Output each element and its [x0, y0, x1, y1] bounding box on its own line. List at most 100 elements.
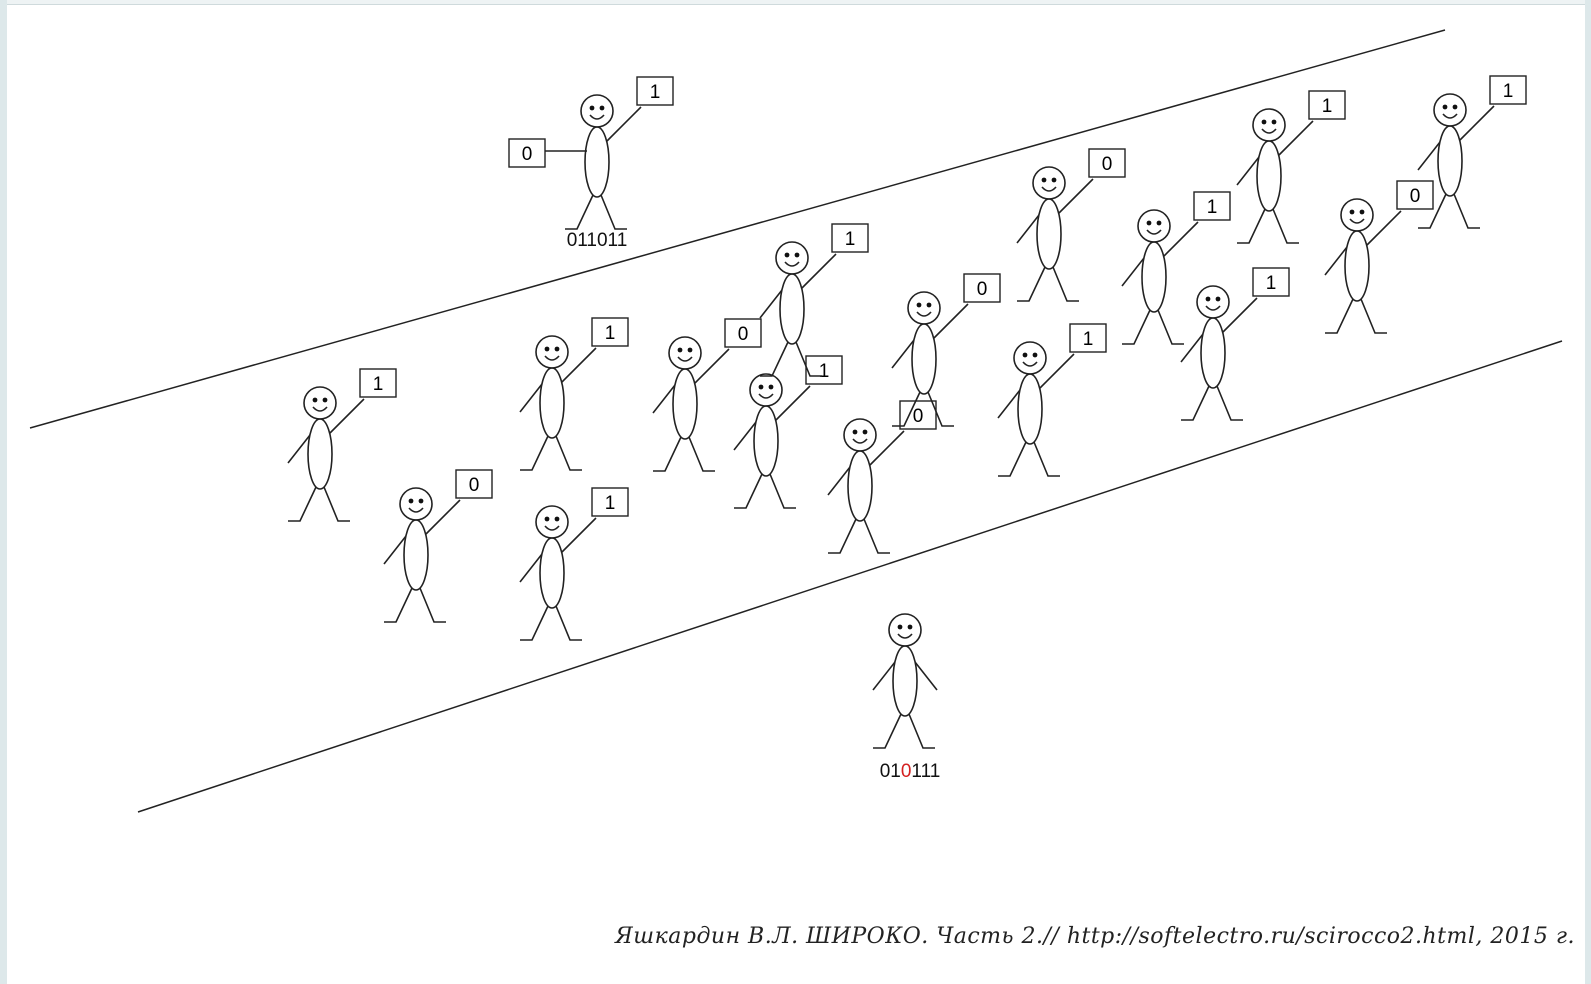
digit-card: [831, 223, 869, 253]
figure-leg: [520, 435, 549, 471]
figure-smile: [897, 633, 913, 639]
figure-smile: [784, 261, 800, 267]
stick-figure: 1: [1121, 191, 1231, 345]
digit-card: [1252, 267, 1290, 297]
figure-arm: [775, 385, 811, 421]
figure-eye: [897, 624, 903, 630]
figure-eye: [1359, 209, 1365, 215]
figure-arm: [1236, 156, 1260, 186]
figure-eye: [907, 624, 913, 630]
figure-head: [1013, 341, 1047, 375]
stick-figure: 0: [891, 273, 1001, 427]
digit-card-value: 1: [1266, 273, 1277, 294]
digit-card: [1193, 191, 1231, 221]
figure-body: [403, 519, 429, 591]
figure-eye: [544, 346, 550, 352]
outside-top-code-label: 011011: [567, 230, 628, 251]
figure-smile: [1349, 218, 1365, 224]
figure-body: [672, 368, 698, 440]
stick-figure: 1: [519, 317, 629, 471]
outside-bottom-code-label: 010111: [880, 761, 941, 782]
digit-card-value: 1: [1207, 197, 1218, 218]
figure-body: [1256, 140, 1282, 212]
figure-eye: [1156, 220, 1162, 226]
figure-eye: [599, 105, 605, 111]
figure-arm: [914, 661, 938, 691]
figure-body: [539, 537, 565, 609]
figure-eye: [784, 252, 790, 258]
figure-arm: [287, 434, 311, 464]
figure-head: [907, 291, 941, 325]
digit-card: [1489, 75, 1527, 105]
figure-leg: [653, 436, 682, 472]
figure-eye: [1146, 220, 1152, 226]
figure-eye: [768, 384, 774, 390]
figure-body: [753, 405, 779, 477]
figure-eye: [926, 302, 932, 308]
digit-card: [805, 355, 843, 385]
figure-leg: [1157, 309, 1184, 345]
figure-head: [749, 373, 783, 407]
figure-head: [580, 94, 614, 128]
figure-arm: [519, 383, 543, 413]
figure-eye: [758, 384, 764, 390]
figure-arm: [519, 553, 543, 583]
digit-card: [1069, 323, 1107, 353]
digit-card-value: 0: [522, 144, 533, 165]
figure-leg: [520, 605, 549, 641]
figure-arm: [694, 348, 730, 384]
figure-leg: [600, 194, 627, 230]
figure-head: [535, 505, 569, 539]
figure-leg: [873, 713, 902, 749]
digit-card: [963, 273, 1001, 303]
figure-head: [888, 613, 922, 647]
figure-arm: [801, 253, 837, 289]
stick-figure: 0: [383, 469, 493, 623]
figure-eye: [1215, 296, 1221, 302]
figure-body: [892, 645, 918, 717]
figure-leg: [1237, 208, 1266, 244]
stream-lower-boundary: [137, 340, 1563, 813]
figure-head: [303, 386, 337, 420]
stick-figure: 1: [1236, 90, 1346, 244]
figure-body: [1036, 198, 1062, 270]
stick-figure: 1: [733, 355, 843, 509]
figure-eye: [312, 397, 318, 403]
digit-card: [1308, 90, 1346, 120]
figure-arm: [1058, 178, 1094, 214]
figure-leg: [734, 473, 763, 509]
figure-leg: [828, 518, 857, 554]
figure-smile: [1261, 128, 1277, 134]
stick-figure: 0: [652, 318, 762, 472]
figure-smile: [544, 525, 560, 531]
figure-smile: [852, 438, 868, 444]
figure-arm: [1121, 257, 1145, 287]
figure-arm: [997, 389, 1021, 419]
figure-eye: [1261, 119, 1267, 125]
figure-arm: [652, 384, 676, 414]
figure-leg: [323, 486, 350, 522]
figure-arm: [1039, 353, 1075, 389]
figure-body: [1017, 373, 1043, 445]
digit-card-value: 1: [1503, 81, 1514, 102]
figure-eye: [1271, 119, 1277, 125]
stick-figure: 1: [519, 487, 629, 641]
outside-top-code: 011011: [567, 230, 628, 251]
figure-body: [1141, 241, 1167, 313]
digit-card-value: 1: [1322, 96, 1333, 117]
figure-leg: [565, 194, 594, 230]
digit-card-value: 1: [605, 323, 616, 344]
figure-leg: [1360, 298, 1387, 334]
digit-card-value: 0: [913, 406, 924, 427]
figure-head: [1433, 93, 1467, 127]
left-frame-border: [0, 0, 7, 984]
outside-bottom-code: 010111: [880, 761, 941, 782]
figure-body: [1200, 317, 1226, 389]
stick-figure: 0: [1324, 180, 1434, 334]
figure-body: [1437, 125, 1463, 197]
digit-card: [591, 317, 629, 347]
figure-head: [1340, 198, 1374, 232]
figure-smile: [1442, 113, 1458, 119]
figure-body: [911, 323, 937, 395]
figure-body: [779, 273, 805, 345]
